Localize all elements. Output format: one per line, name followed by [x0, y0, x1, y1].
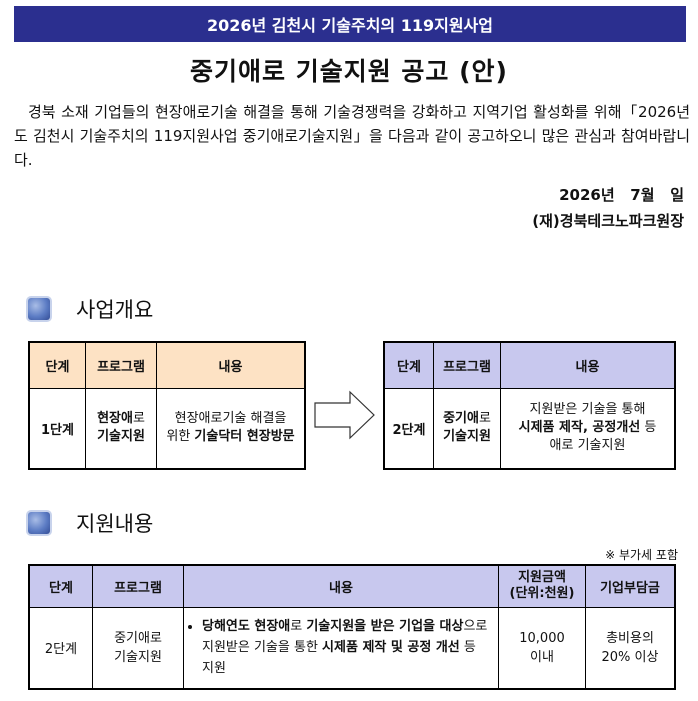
section-support-heading: 지원내용: [76, 512, 154, 536]
stage2-header-stage: 단계: [383, 341, 434, 389]
support-header-content: 내용: [183, 564, 499, 608]
stage1-table: 단계 프로그램 내용 1단계 현장애로 기술지원 현장애로기술 해결을 위한 기…: [28, 341, 306, 470]
stage1-stage: 1단계: [28, 387, 86, 470]
support-header-burden: 기업부담금: [585, 564, 676, 608]
square-bullet-icon: [28, 298, 50, 320]
section-support: 지원내용: [28, 508, 153, 538]
intro-text: 경북 소재 기업들의 현장애로기술 해결을 통해 기술경쟁력을 강화하고 지역기…: [14, 103, 690, 169]
support-stage: 2단계: [28, 606, 93, 690]
square-bullet-icon: [28, 512, 50, 534]
support-header-stage: 단계: [28, 564, 93, 608]
stage2-table: 단계 프로그램 내용 2단계 중기애로 기술지원 지원받은 기술을 통해 시제품…: [383, 341, 676, 470]
vat-note: ※ 부가세 포함: [605, 548, 678, 562]
announcement-banner: 2026년 김천시 기술주치의 119지원사업: [14, 6, 686, 42]
intro-paragraph: 경북 소재 기업들의 현장애로기술 해결을 통해 기술경쟁력을 강화하고 지역기…: [14, 100, 690, 172]
section-overview-heading: 사업개요: [76, 298, 154, 322]
page-title: 중기애로 기술지원 공고 (안): [190, 57, 508, 86]
stage1-content: 현장애로기술 해결을 위한 기술닥터 현장방문: [156, 387, 306, 470]
stage1-header-program: 프로그램: [85, 341, 157, 389]
support-content: 당해연도 현장애로 기술지원을 받은 기업을 대상으로 지원받은 기술을 통한 …: [183, 606, 499, 690]
stage2-stage: 2단계: [383, 387, 434, 470]
support-header-program: 프로그램: [92, 564, 184, 608]
banner-text: 2026년 김천시 기술주치의 119지원사업: [206, 16, 493, 35]
support-header-amount: 지원금액(단위:천원): [498, 564, 586, 608]
stage2-program: 중기애로 기술지원: [433, 387, 501, 470]
stage2-header-content: 내용: [500, 341, 676, 389]
stage1-header-content: 내용: [156, 341, 306, 389]
support-content-item: 당해연도 현장애로 기술지원을 받은 기업을 대상으로 지원받은 기술을 통한 …: [202, 616, 490, 679]
section-overview: 사업개요: [28, 294, 153, 324]
stage1-program: 현장애로 기술지원: [85, 387, 157, 470]
right-arrow-icon: [314, 390, 375, 440]
stage1-header-stage: 단계: [28, 341, 86, 389]
stage2-content: 지원받은 기술을 통해 시제품 제작, 공정개선 등 애로 기술지원: [500, 387, 676, 470]
organization-name: (재)경북테크노파크원장: [532, 212, 684, 230]
announcement-date: 2026년 7월 일: [559, 186, 684, 204]
stage2-header-program: 프로그램: [433, 341, 501, 389]
